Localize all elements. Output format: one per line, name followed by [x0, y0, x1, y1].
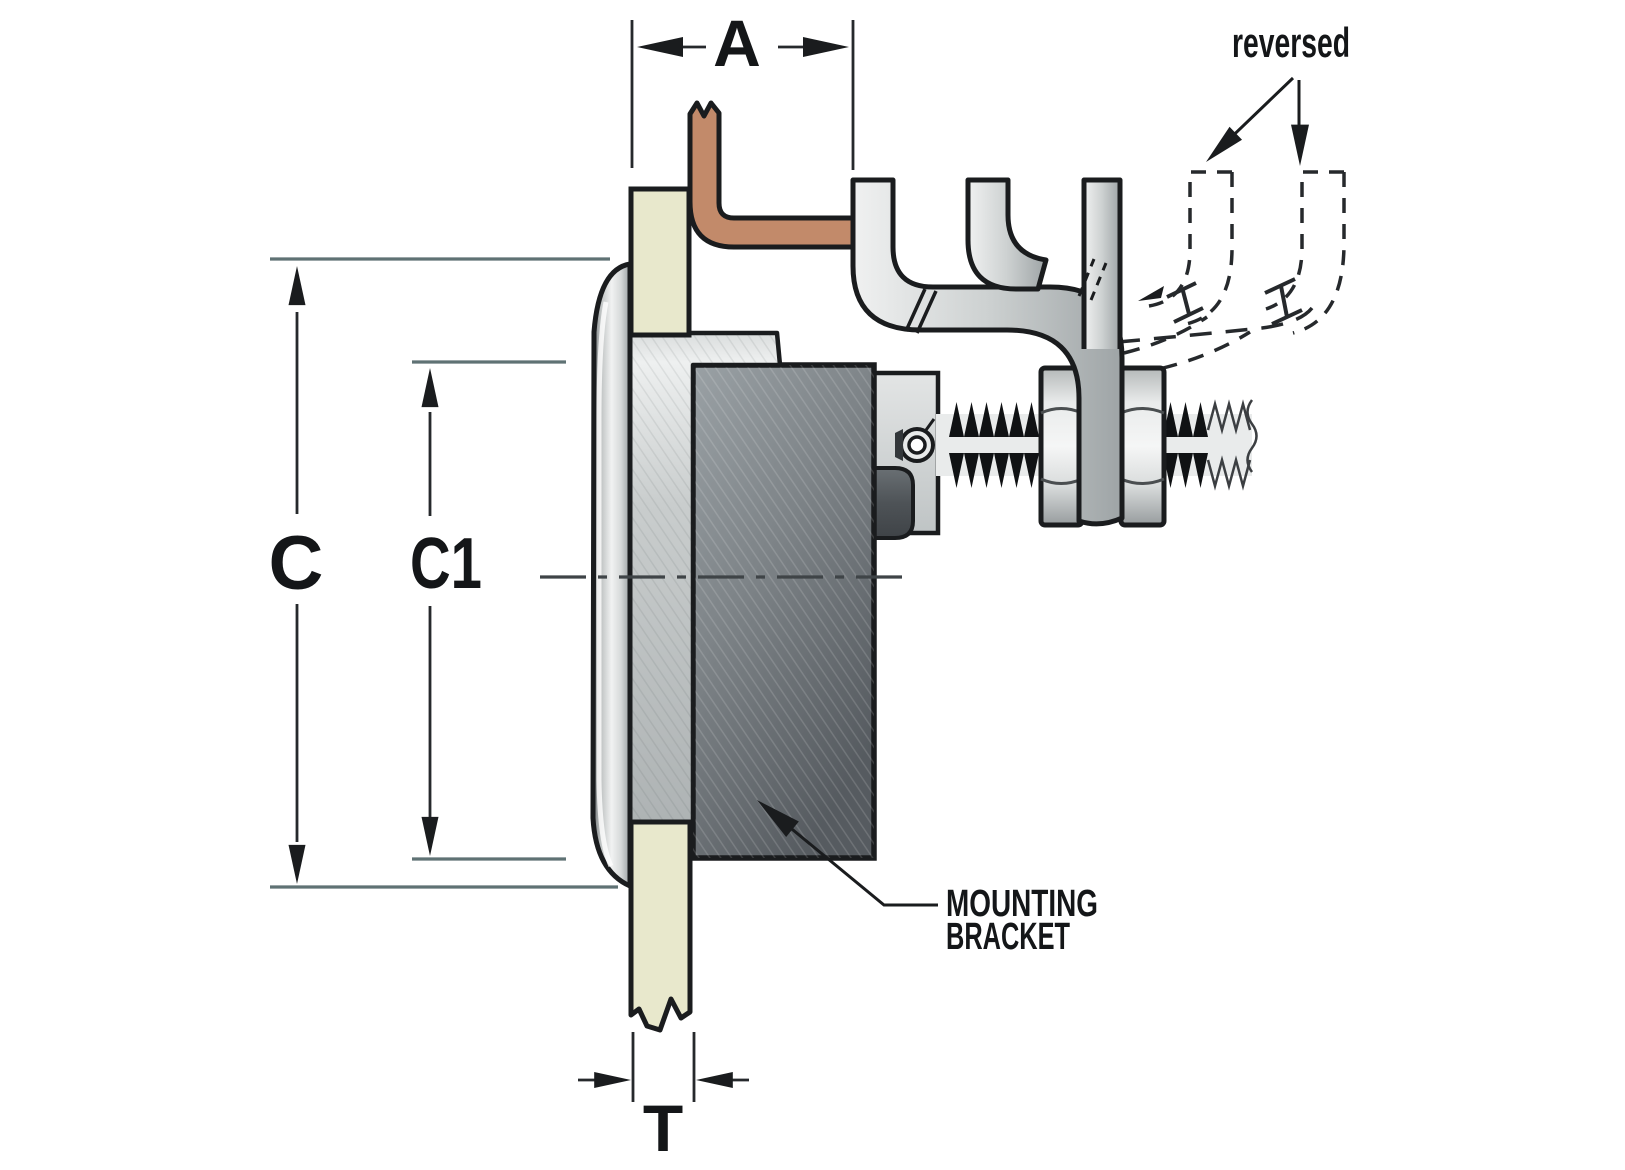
dim-c1-extension-lines [412, 360, 566, 861]
dim-c1-label: C1 [410, 524, 482, 604]
mounting-bracket-group [850, 177, 1125, 527]
dim-t-arrow-left [594, 1072, 631, 1088]
reversed-finger-right-outline [1265, 170, 1346, 335]
dimension-c: C [269, 257, 618, 889]
dim-c1-arrow-bottom [421, 816, 439, 856]
stud-threads-left-top [949, 402, 1039, 437]
mounting-bracket-label-line1: MOUNTING [946, 883, 1098, 925]
dim-a-arrow-right [803, 37, 849, 57]
reversed-bend-mark-right [1264, 277, 1303, 326]
boss-notch [895, 429, 903, 461]
reversed-callout: reversed [1199, 19, 1350, 169]
bracket-finger-3 [1081, 177, 1123, 349]
hex-nut-front [1038, 365, 1085, 528]
dim-a-extension-lines [630, 20, 855, 170]
lower-terminal-stub [870, 466, 915, 540]
dim-c1-arrow-top [421, 368, 439, 408]
panel-upper [628, 186, 692, 338]
dim-a-label: A [713, 6, 761, 80]
stud-threads-right-bottom [1163, 453, 1208, 488]
gauge-flange-texture [622, 333, 780, 822]
gauge-bezel [590, 261, 633, 889]
dim-t-label: T [643, 1091, 683, 1165]
gauge-body-texture [693, 365, 874, 858]
stud-assembly [869, 365, 1258, 540]
bracket-strap-dashed-ticks [1077, 258, 1108, 301]
mounting-bracket-leader [769, 809, 938, 907]
reversed-arrow-right [1291, 124, 1309, 166]
reversed-label: reversed [1232, 19, 1350, 66]
bezel-highlight [596, 301, 614, 868]
dim-c-arrow-bottom [288, 844, 306, 884]
dim-c-extension-lines [270, 257, 618, 889]
bracket-finger-1-and-arm-strap [850, 177, 1125, 527]
bracket-bend-ticks [904, 288, 938, 334]
reversed-bracket-group [1117, 170, 1346, 376]
panel-lower [628, 819, 693, 1033]
copper-terminal [687, 100, 856, 250]
dimension-c1: C1 [410, 360, 566, 861]
reversed-arm-tip-wedge [1138, 286, 1164, 301]
stud-threads-left-bottom [949, 453, 1039, 488]
dimension-t: T [578, 1032, 749, 1165]
dim-t-arrow-right [696, 1072, 733, 1088]
boss-pivot-hole [907, 435, 927, 455]
dimension-a: A [630, 6, 855, 170]
reversed-arm-sweep-dashed [1117, 306, 1314, 344]
dim-a-arrow-left [637, 37, 683, 57]
stud-threads-right-top [1163, 402, 1208, 437]
dim-c-arrow-top [288, 266, 306, 306]
bracket-finger-2 [965, 177, 1049, 292]
mounting-bracket-label-line2: BRACKET [946, 916, 1070, 958]
reversed-connector-dashes [1123, 315, 1251, 376]
reversed-finger-left-outline [1148, 170, 1234, 327]
dim-t-extension-lines [631, 1032, 696, 1102]
dim-c-label: C [269, 521, 324, 606]
stud-thread-end-outline [1206, 399, 1252, 491]
hex-nut-rear [1118, 365, 1167, 528]
stud-break-line [1246, 399, 1258, 473]
mounting-bracket-callout: MOUNTING BRACKET [750, 792, 1098, 958]
reversed-bend-mark-left [1166, 281, 1204, 324]
